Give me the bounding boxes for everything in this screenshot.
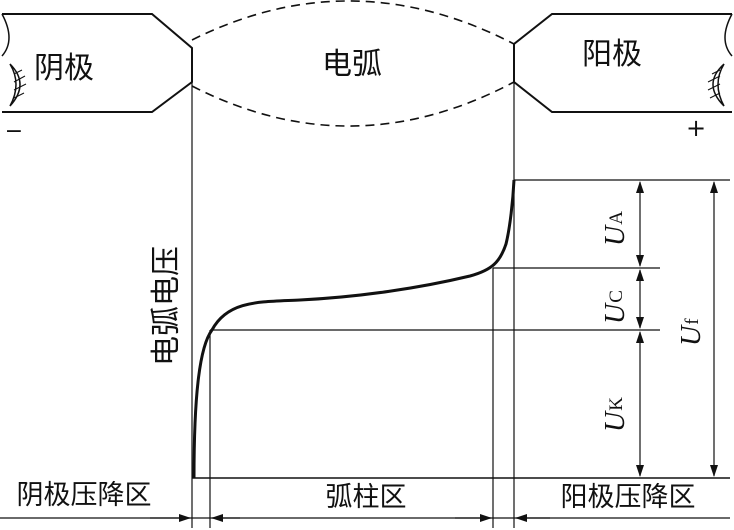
y-axis-label: 电弧电压 — [149, 246, 184, 366]
anode-voltage-label: UA — [600, 211, 631, 246]
cathode-voltage-label: UK — [600, 397, 631, 432]
cathode-electrode: 阴极 — [1, 13, 193, 113]
column-voltage-label: UC — [600, 290, 631, 324]
cathode-drop-region-label: 阴极压降区 — [17, 480, 152, 511]
anode-drop-region-label: 阳极压降区 — [561, 482, 696, 513]
cathode-sign: − — [5, 119, 23, 144]
anode-label: 阳极 — [582, 37, 642, 72]
anode-electrode: 阳极 — [513, 13, 733, 113]
arc-label: 电弧 — [322, 47, 382, 82]
cathode-label: 阴极 — [34, 51, 94, 86]
arc-column-region-label: 弧柱区 — [326, 482, 407, 513]
cathode-hatch-section — [9, 63, 27, 107]
arc-envelope: 电弧 — [191, 0, 515, 127]
total-voltage-label: Uf — [676, 318, 707, 346]
anode-hatch-section — [707, 63, 725, 107]
anode-sign: + — [686, 114, 706, 142]
arc-voltage-curve — [192, 179, 516, 479]
